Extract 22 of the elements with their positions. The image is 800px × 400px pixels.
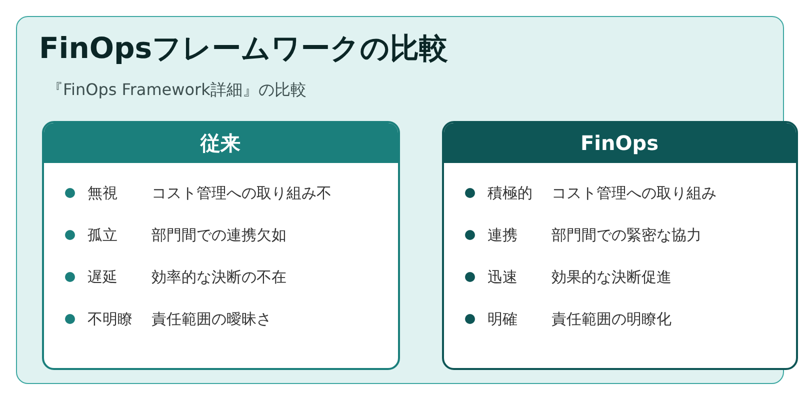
item-description: 部門間での緊密な協力 — [552, 224, 702, 246]
item-label: 遅延 — [88, 266, 118, 288]
item-label: 連携 — [488, 224, 518, 246]
item-description: コスト管理への取り組み不 — [152, 182, 332, 204]
item-description: 部門間での連携欠如 — [152, 224, 286, 246]
item-description: 効率的な決断の不在 — [152, 266, 286, 288]
item-label: 迅速 — [488, 266, 518, 288]
subtitle: 『FinOps Framework詳細』の比較 — [47, 79, 306, 101]
item-description: コスト管理への取り組み — [552, 182, 716, 204]
card-header: 従来 — [44, 122, 398, 162]
item-label: 積極的 — [488, 182, 532, 204]
item-label: 明確 — [488, 308, 518, 330]
item-description: 責任範囲の曖昧さ — [152, 308, 272, 330]
item-description: 効果的な決断促進 — [552, 266, 672, 288]
item-label: 無視 — [88, 182, 118, 204]
item-label: 孤立 — [88, 224, 118, 246]
card — [442, 120, 798, 370]
card-header: FinOps — [444, 122, 796, 162]
item-description: 責任範囲の明瞭化 — [552, 308, 672, 330]
card — [42, 120, 400, 370]
item-label: 不明瞭 — [88, 308, 132, 330]
title: FinOpsフレームワークの比較 — [39, 30, 448, 67]
